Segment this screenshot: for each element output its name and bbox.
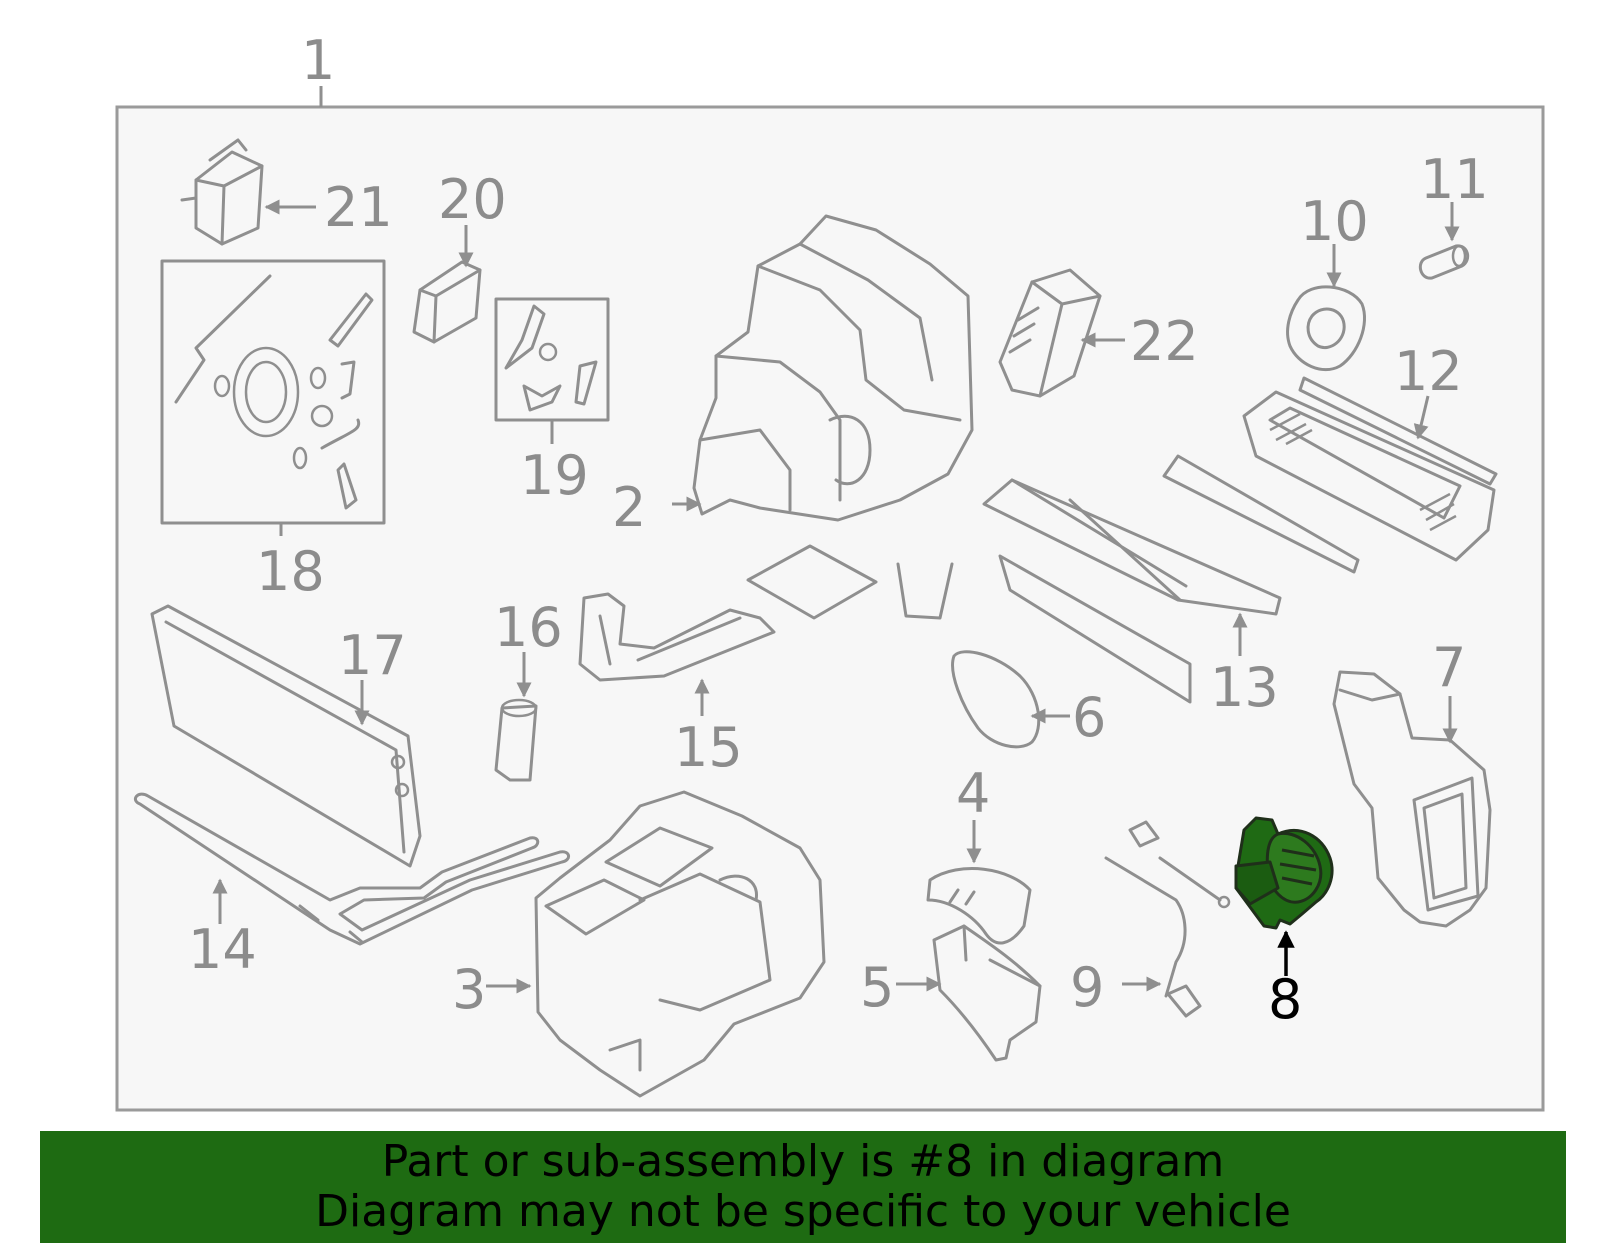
callout-21: 21 [324, 176, 393, 239]
part-9-harness [1104, 820, 1231, 1018]
part-5-duct [932, 924, 1042, 1062]
callout-1: 1 [301, 29, 335, 92]
part-7-housing [1332, 670, 1492, 928]
callout-15: 15 [674, 716, 743, 779]
part-2-upper-case [692, 214, 974, 522]
part-21-actuator [180, 138, 264, 246]
callout-2: 2 [612, 476, 646, 539]
callout-22: 22 [1130, 310, 1199, 373]
callout-17: 17 [338, 624, 407, 687]
callout-20: 20 [438, 168, 507, 231]
part-3-lower-case [534, 790, 826, 1098]
part-15-pipes [578, 592, 776, 682]
part-18-subassembly [160, 259, 386, 525]
part-bracket [896, 562, 954, 620]
callout-8-highlighted: 8 [1268, 968, 1302, 1031]
part-14-tubing [134, 792, 570, 946]
banner-line-1: Part or sub-assembly is #8 in diagram [381, 1136, 1225, 1187]
part-20-module [412, 260, 482, 344]
callout-18: 18 [256, 540, 325, 603]
callout-7: 7 [1432, 636, 1466, 699]
callout-16: 16 [494, 596, 563, 659]
callout-13: 13 [1210, 656, 1279, 719]
part-8-blower-motor [1234, 816, 1334, 930]
part-17-core [150, 604, 422, 868]
callout-12: 12 [1394, 340, 1463, 403]
part-6-plate [951, 650, 1041, 749]
callout-5: 5 [860, 956, 894, 1019]
callout-6: 6 [1072, 686, 1106, 749]
part-11-plug [1418, 244, 1470, 280]
part-12-filter-housing [1242, 376, 1498, 562]
callout-9: 9 [1070, 956, 1104, 1019]
callout-19: 19 [520, 444, 589, 507]
callout-11: 11 [1420, 148, 1489, 211]
callout-10: 10 [1300, 190, 1369, 253]
part-16-drier [494, 698, 538, 782]
callout-4: 4 [956, 762, 990, 825]
part-4-seal [926, 867, 1032, 945]
part-19-subassembly [494, 297, 610, 422]
callout-3: 3 [452, 958, 486, 1021]
info-banner: Part or sub-assembly is #8 in diagram Di… [40, 1131, 1566, 1243]
callout-14: 14 [188, 918, 257, 981]
part-gasket [746, 544, 878, 620]
banner-line-2: Diagram may not be specific to your vehi… [315, 1186, 1291, 1237]
part-13-filter-strips [982, 454, 1360, 704]
part-10-cap [1286, 285, 1367, 372]
